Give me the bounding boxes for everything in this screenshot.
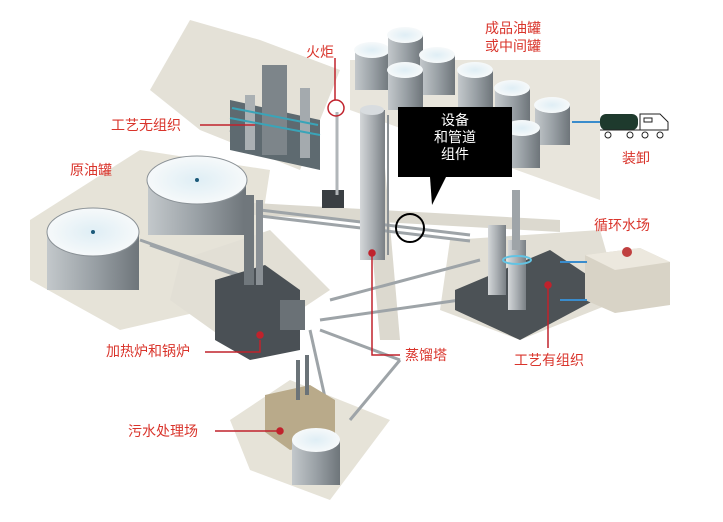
label-heater-boiler: 加热炉和锅炉 [106, 344, 190, 360]
wastewater-plant [265, 355, 340, 485]
cooling-tower [560, 247, 670, 313]
process-unit-upper [229, 65, 344, 208]
distillation-column [360, 105, 389, 260]
label-crude-tanks: 原油罐 [70, 163, 112, 179]
pointer-lines [200, 58, 552, 435]
label-loading: 装卸 [622, 151, 650, 167]
label-organized-process: 工艺有组织 [514, 353, 584, 369]
crude-tanks [46, 155, 248, 290]
label-distillation-tower: 蒸馏塔 [405, 348, 447, 364]
label-cooling-tower: 循环水场 [594, 218, 650, 234]
equipment-callout: 设备 和管道 组件 [398, 107, 512, 177]
label-wastewater: 污水处理场 [128, 424, 198, 440]
label-fugitive-process: 工艺无组织 [111, 118, 181, 134]
callout-line-3: 组件 [441, 147, 469, 163]
tank-truck-icon [572, 113, 669, 139]
callout-line-1: 设备 [441, 113, 469, 129]
callout-line-2: 和管道 [434, 130, 476, 146]
label-flare: 火炬 [306, 45, 334, 61]
callout-tail [430, 177, 446, 205]
heater-boiler [215, 195, 305, 360]
process-unit-lower [455, 190, 595, 340]
label-product-tanks-1: 成品油罐 [485, 21, 541, 37]
label-product-tanks-2: 或中间罐 [485, 39, 541, 55]
